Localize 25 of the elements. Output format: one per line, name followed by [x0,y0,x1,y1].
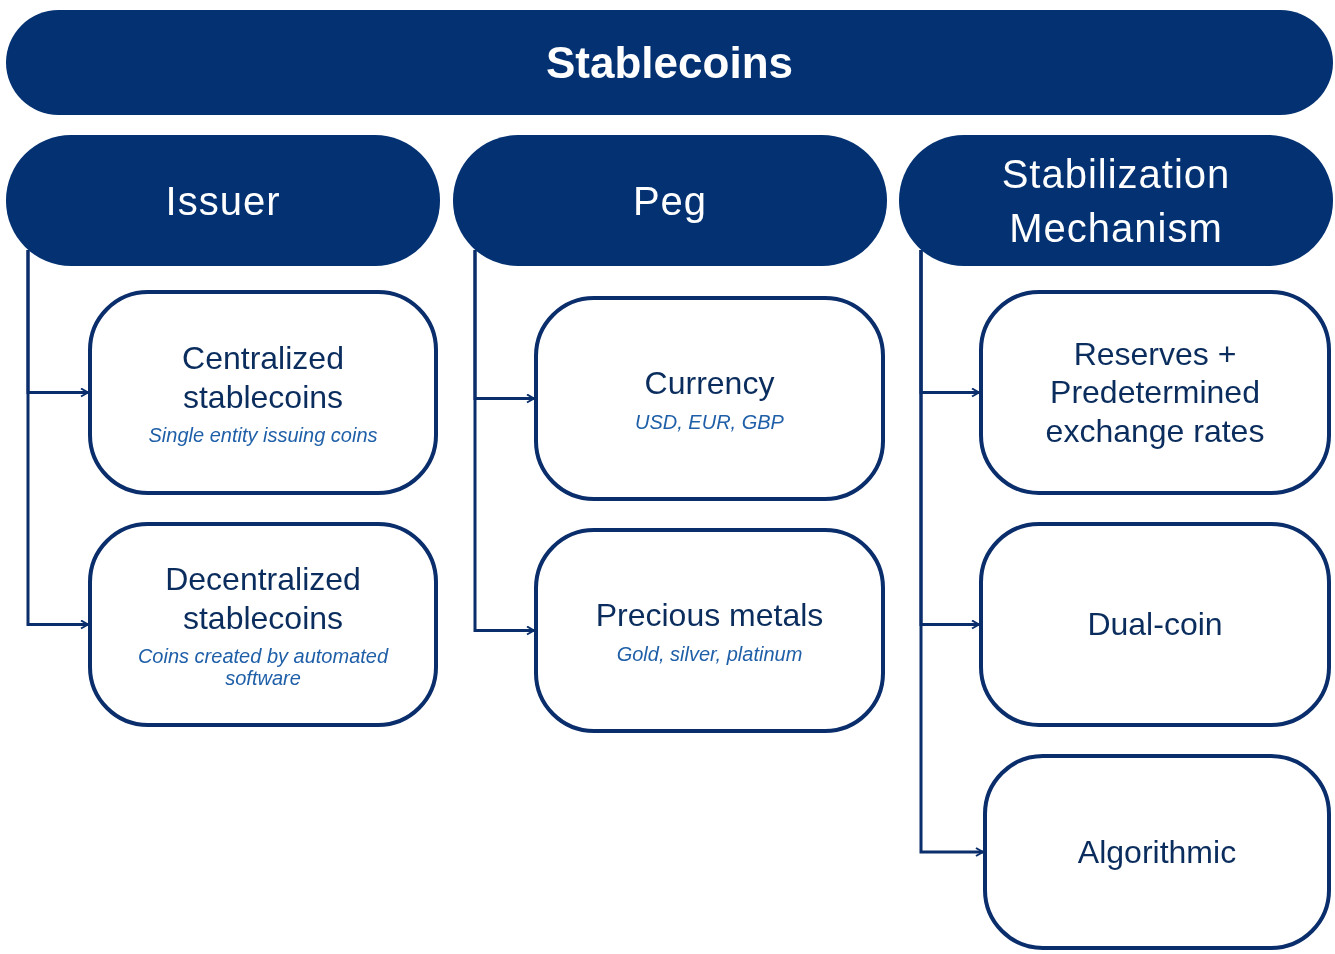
category-box [534,528,885,733]
category-description: Single entity issuing coins [148,423,378,446]
connector-arrow [919,250,984,857]
connector-arrow [473,250,535,636]
category-box [979,290,1331,495]
category-label: Dual-coin [1087,605,1223,644]
category-description: USD, EUR, GBP [635,410,784,433]
category-label: Reserves + Predetermined exchange rates [1044,334,1266,451]
connector-arrow [26,250,89,630]
category-description: Gold, silver, platinum [616,642,803,665]
category-box [88,522,438,727]
category-label: Decentralized stablecoins [164,560,362,637]
header-text: Stabilization Mechanism [1000,150,1232,252]
category-label: Precious metals [595,596,824,635]
category-label: Centralized stablecoins [181,339,345,416]
category-box [983,754,1331,950]
category-box [979,522,1331,727]
category-box [88,290,438,495]
category-box [534,296,885,501]
header-text: Issuer [165,177,281,225]
title-text: Stablecoins [546,37,793,89]
header-text: Peg [632,177,708,225]
category-description: Coins created by automated software [136,644,390,689]
category-label: Algorithmic [1077,832,1237,872]
category-label: Currency [644,364,775,403]
